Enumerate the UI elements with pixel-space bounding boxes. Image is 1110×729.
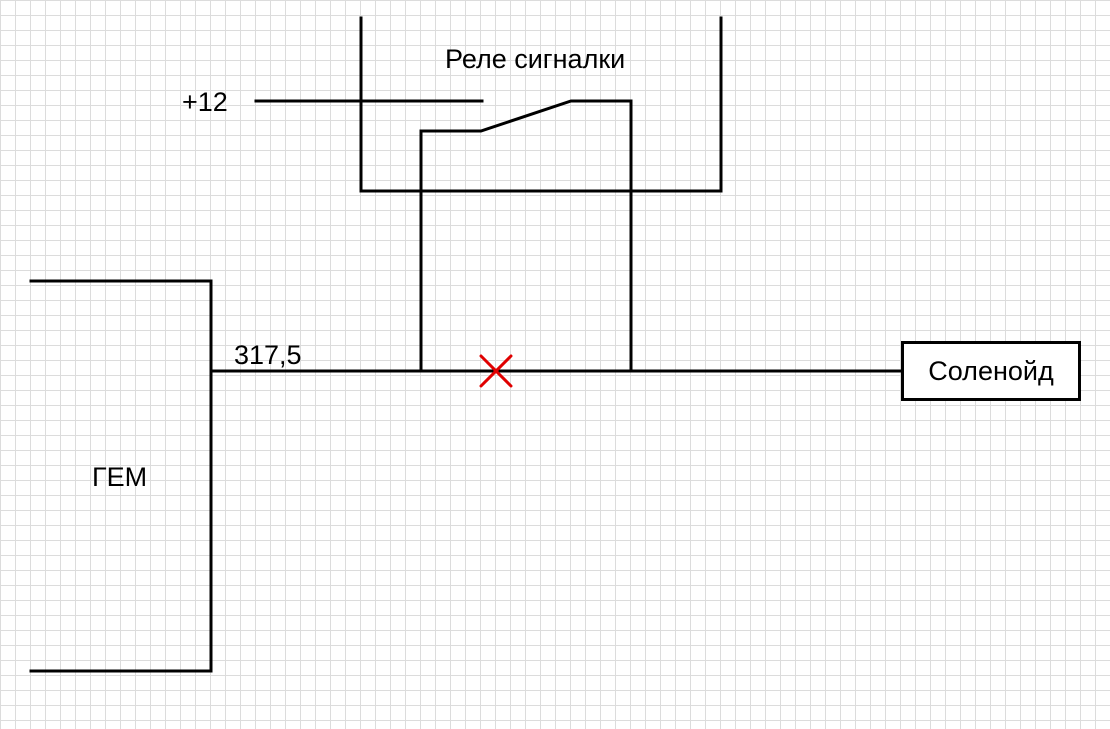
cut-mark xyxy=(479,354,513,388)
relay-housing xyxy=(359,16,723,193)
supply-label: +12 xyxy=(182,87,228,117)
relay-switch-left xyxy=(419,99,633,373)
solenoid-label: Соленойд xyxy=(928,355,1054,386)
gem-label: ГЕМ xyxy=(92,462,148,492)
relay-label: Реле сигналки xyxy=(445,44,626,74)
solenoid-block: Соленойд xyxy=(901,341,1081,401)
gem-block xyxy=(29,279,213,673)
wire-number-label: 317,5 xyxy=(234,340,302,370)
